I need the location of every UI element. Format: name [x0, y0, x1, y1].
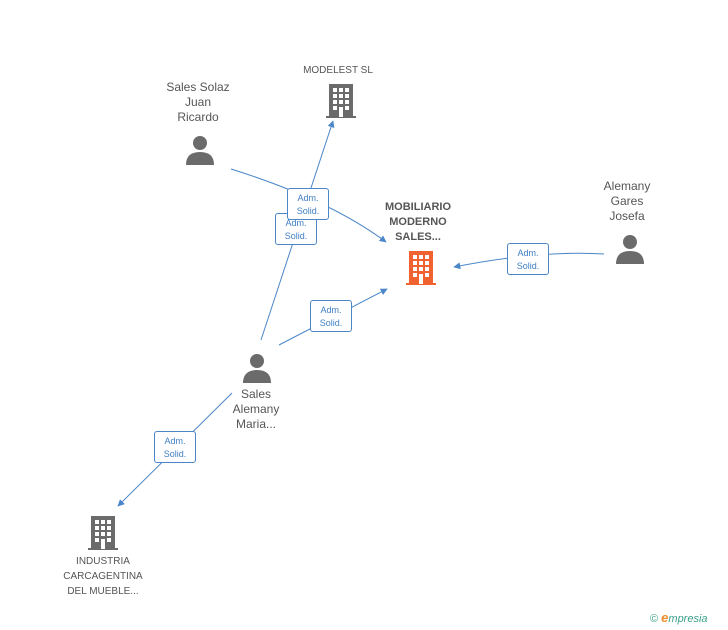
node-modelest[interactable]: [323, 83, 359, 119]
building-icon: [406, 251, 436, 285]
edge-label-sales-alemany-to-mobiliario[interactable]: Adm. Solid.: [310, 300, 352, 332]
edge-label-line2: Solid.: [516, 261, 540, 271]
logo-name: mpresia: [668, 613, 708, 625]
edge-label-sales-solaz-to-mobiliario[interactable]: Adm. Solid.: [287, 188, 329, 220]
edge-label-line1: Adm.: [164, 436, 186, 446]
node-label-sales-solaz: Sales Solaz Juan Ricardo: [166, 80, 230, 124]
edge-label-alemany-gares-to-mobiliario[interactable]: Adm. Solid.: [507, 243, 549, 275]
copyright-icon: ©: [650, 613, 659, 625]
node-label-modelest: MODELEST SL: [303, 65, 373, 76]
edge-label-sales-alemany-to-industria[interactable]: Adm. Solid.: [154, 431, 196, 463]
person-icon: [243, 354, 271, 383]
empresia-logo: © empresia: [650, 610, 708, 625]
edge-label-line2: Solid.: [296, 206, 320, 216]
node-mobiliario[interactable]: [403, 250, 439, 286]
edge-label-line2: Solid.: [163, 449, 187, 459]
node-alemany-gares[interactable]: [614, 233, 646, 265]
logo-letter: e: [661, 610, 669, 625]
node-sales-alemany[interactable]: [241, 352, 273, 384]
edge-label-line2: Solid.: [284, 231, 308, 241]
node-label-sales-alemany: Sales Alemany Maria...: [232, 387, 280, 431]
node-sales-solaz[interactable]: [184, 134, 216, 166]
node-label-alemany-gares: Alemany Gares Josefa: [603, 179, 651, 223]
person-icon: [186, 136, 214, 165]
building-icon: [88, 516, 118, 550]
edge-label-line1: Adm.: [297, 193, 319, 203]
edge-label-line2: Solid.: [319, 318, 343, 328]
node-label-industria: INDUSTRIA CARCAGENTINA DEL MUEBLE...: [63, 556, 143, 597]
node-label-mobiliario: MOBILIARIO MODERNO SALES...: [385, 201, 451, 243]
node-industria[interactable]: [85, 515, 121, 551]
person-icon: [616, 235, 644, 264]
building-icon: [326, 84, 356, 118]
edge-label-line1: Adm.: [285, 218, 307, 228]
edge-label-line1: Adm.: [320, 305, 342, 315]
edge-label-line1: Adm.: [517, 248, 539, 258]
